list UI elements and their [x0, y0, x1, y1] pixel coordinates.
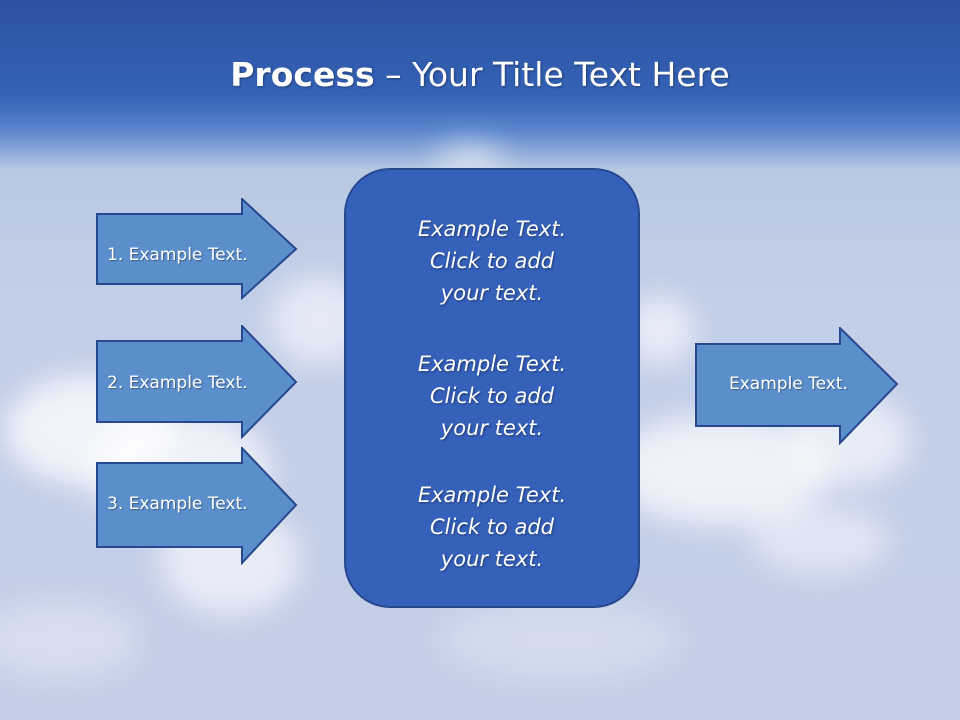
block-line-3: your text.: [440, 416, 544, 440]
left-arrow-3[interactable]: 3. Example Text.: [96, 447, 298, 565]
arrow-shape: [695, 327, 899, 445]
center-text-block-3: Example Text. Click to add your text.: [346, 479, 638, 575]
arrow-shape: [96, 325, 298, 439]
arrow-label: 2. Example Text.: [107, 373, 248, 393]
center-content-box[interactable]: Example Text. Click to add your text. Ex…: [344, 168, 640, 608]
arrow-shape: [96, 198, 298, 300]
title-rest-part: – Your Title Text Here: [374, 55, 730, 94]
left-arrow-2[interactable]: 2. Example Text.: [96, 325, 298, 439]
right-arrow[interactable]: Example Text.: [695, 327, 899, 445]
block-line-2: Click to add: [429, 249, 554, 273]
block-line-1: Example Text.: [417, 483, 567, 507]
block-line-3: your text.: [440, 281, 544, 305]
block-line-2: Click to add: [429, 384, 554, 408]
arrow-label: 1. Example Text.: [107, 245, 248, 265]
left-arrow-1[interactable]: 1. Example Text.: [96, 198, 298, 300]
arrow-label: 3. Example Text.: [107, 494, 248, 514]
title-bold-part: Process: [230, 55, 375, 94]
block-line-1: Example Text.: [417, 217, 567, 241]
arrow-label: Example Text.: [729, 374, 848, 394]
block-line-2: Click to add: [429, 515, 554, 539]
block-line-1: Example Text.: [417, 352, 567, 376]
center-text-block-1: Example Text. Click to add your text.: [346, 213, 638, 309]
block-line-3: your text.: [440, 547, 544, 571]
arrow-shape: [96, 447, 298, 565]
slide-title[interactable]: Process – Your Title Text Here: [0, 50, 960, 100]
center-text-block-2: Example Text. Click to add your text.: [346, 348, 638, 444]
